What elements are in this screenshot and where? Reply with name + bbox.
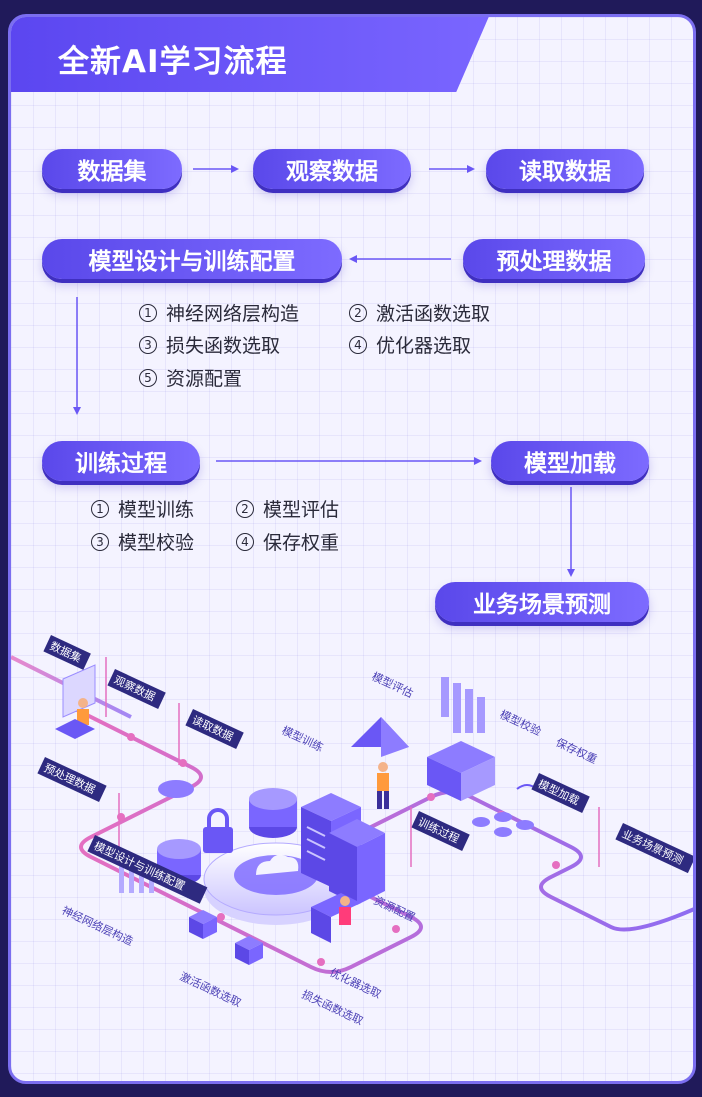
disk-icon xyxy=(158,780,194,798)
card-frame: 全新AI学习流程 数据集 观察数据 读取数据 模型设计与训练配置 预处理数据 1… xyxy=(8,14,696,1084)
lock-icon xyxy=(203,808,233,853)
item-label: 模型校验 xyxy=(118,532,195,554)
arrow-down-icon xyxy=(567,487,575,577)
training-item: 1 模型训练 xyxy=(91,495,194,522)
box-icon xyxy=(235,936,263,965)
step-observe: 观察数据 xyxy=(253,149,411,189)
item-label: 优化器选取 xyxy=(376,335,472,357)
item-label: 损失函数选取 xyxy=(166,335,281,357)
disk-cluster-icon xyxy=(472,812,534,837)
pyramid-icon xyxy=(351,717,409,757)
tag-label: 训练过程 xyxy=(416,815,462,846)
item-number: 1 xyxy=(91,499,109,518)
step-preprocess: 预处理数据 xyxy=(463,239,645,279)
tag-preprocess: 预处理数据 xyxy=(37,757,107,803)
design-item: 2 激活函数选取 xyxy=(349,299,490,326)
item-number: 3 xyxy=(91,532,109,551)
tag-label: 观察数据 xyxy=(112,673,158,704)
path-label: 保存权重 xyxy=(554,735,600,766)
item-number: 4 xyxy=(349,335,367,354)
design-item: 3 损失函数选取 xyxy=(139,331,280,358)
training-item: 4 保存权重 xyxy=(236,528,339,555)
worker-figure xyxy=(311,893,361,943)
path-label: 资源配置 xyxy=(372,893,418,924)
item-number: 2 xyxy=(236,499,254,518)
design-item: 5 资源配置 xyxy=(139,364,242,391)
item-label: 资源配置 xyxy=(166,368,243,390)
path-label: 优化器选取 xyxy=(328,965,384,1001)
tag-label: 读取数据 xyxy=(190,713,236,744)
arrow-down-icon xyxy=(73,297,81,415)
path-label: 模型训练 xyxy=(280,723,326,754)
box-icon xyxy=(189,910,217,939)
tag-predict: 业务场景预测 xyxy=(615,823,693,874)
tag-label: 模型加载 xyxy=(536,777,582,808)
design-item: 1 神经网络层构造 xyxy=(139,299,299,326)
header-banner: 全新AI学习流程 xyxy=(11,17,490,92)
arrow-right-icon xyxy=(193,165,239,173)
arrow-right-icon xyxy=(216,457,482,465)
screen-panel xyxy=(427,741,495,801)
database-icon xyxy=(249,788,297,838)
training-item: 3 模型校验 xyxy=(91,528,194,555)
step-read: 读取数据 xyxy=(486,149,644,189)
arrow-left-icon xyxy=(349,255,451,263)
training-item: 2 模型评估 xyxy=(236,495,339,522)
isometric-illustration: 数据集 观察数据 读取数据 预处理数据 模型设计与训练配置 训练过程 模型加载 xyxy=(11,635,693,1028)
page-title: 全新AI学习流程 xyxy=(58,44,288,80)
step-predict: 业务场景预测 xyxy=(435,582,649,622)
step-load: 模型加载 xyxy=(491,441,649,481)
tag-training: 训练过程 xyxy=(411,811,470,851)
path-label: 模型评估 xyxy=(370,669,416,700)
item-label: 模型评估 xyxy=(263,499,340,521)
arrow-right-icon xyxy=(429,165,475,173)
path-label: 神经网络层构造 xyxy=(60,903,136,948)
path-label: 损失函数选取 xyxy=(300,987,366,1028)
item-number: 5 xyxy=(139,368,157,387)
step-training: 训练过程 xyxy=(42,441,200,481)
step-dataset: 数据集 xyxy=(42,149,182,189)
path-label: 模型校验 xyxy=(498,707,544,738)
analyst-figure xyxy=(377,762,389,809)
item-label: 激活函数选取 xyxy=(376,303,491,325)
bar-chart-icon xyxy=(441,677,485,733)
presenter-figure xyxy=(55,664,96,739)
item-number: 4 xyxy=(236,532,254,551)
design-item: 4 优化器选取 xyxy=(349,331,471,358)
tag-dataset: 数据集 xyxy=(43,635,91,670)
tag-load: 模型加载 xyxy=(531,773,590,813)
item-label: 保存权重 xyxy=(263,532,340,554)
item-label: 模型训练 xyxy=(118,499,195,521)
tag-read: 读取数据 xyxy=(185,709,244,749)
item-label: 神经网络层构造 xyxy=(166,303,300,325)
tag-observe: 观察数据 xyxy=(107,669,166,709)
tag-label: 业务场景预测 xyxy=(620,827,686,868)
item-number: 2 xyxy=(349,303,367,322)
step-model-design: 模型设计与训练配置 xyxy=(42,239,342,279)
item-number: 3 xyxy=(139,335,157,354)
path-label: 激活函数选取 xyxy=(178,969,244,1010)
item-number: 1 xyxy=(139,303,157,322)
server-rack-icon xyxy=(329,819,385,905)
